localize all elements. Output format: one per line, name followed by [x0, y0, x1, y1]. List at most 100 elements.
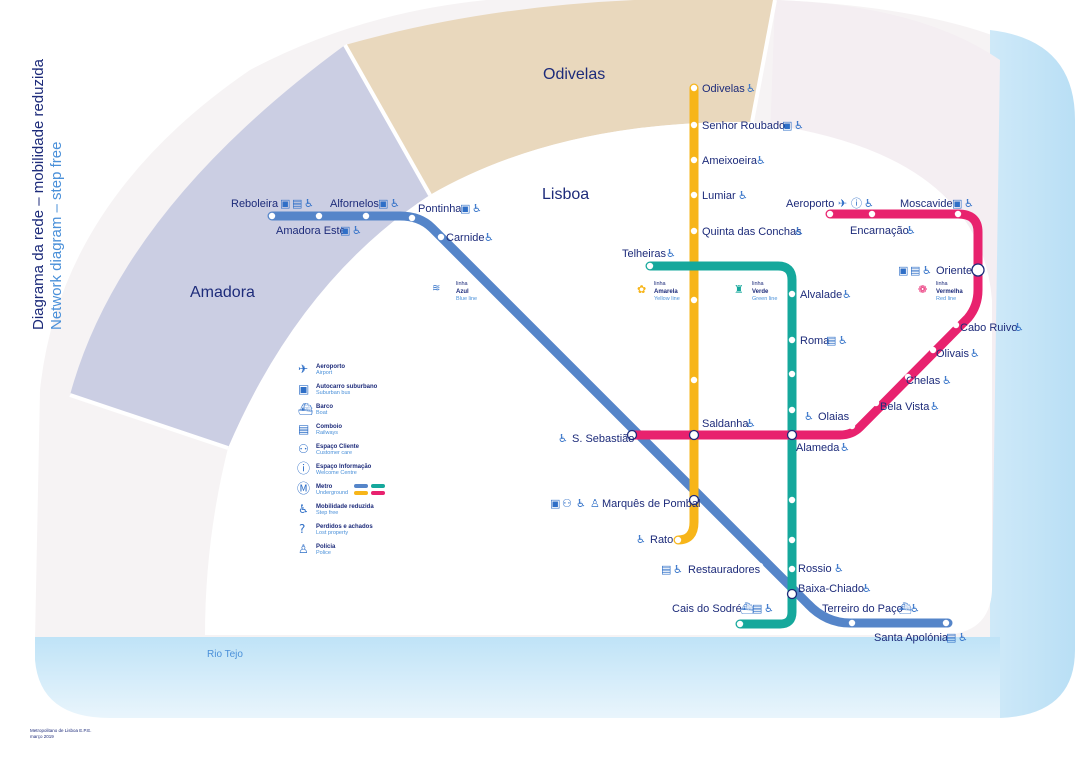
label-baixa-chiado: Baixa-Chiado	[798, 583, 864, 595]
station-dot-ameixoeira[interactable]	[690, 156, 698, 164]
area-label-odivelas: Odivelas	[543, 66, 605, 83]
wheelchair-icon: ♿	[794, 225, 804, 238]
station-dot-rato[interactable]	[674, 536, 682, 544]
station-dot-olaias[interactable]	[848, 422, 856, 430]
interchange-alameda[interactable]	[786, 429, 798, 441]
wheelchair-icon: ♿	[390, 197, 400, 210]
interchange-marques-pombal[interactable]	[688, 494, 700, 506]
station-dot-terreiro-paco[interactable]	[848, 619, 856, 627]
wheelchair-icon: ♿	[484, 231, 494, 244]
station-dot-roma[interactable]	[788, 336, 796, 344]
lost-property-icon: ?	[299, 522, 305, 536]
station-dot-rossio[interactable]	[788, 565, 796, 573]
legend-sublabel-7: Step free	[316, 510, 338, 516]
line-badge-green: ♜ linha Verde Green line	[734, 281, 777, 302]
station-dot-encarnacao[interactable]	[868, 210, 876, 218]
label-olivais: Olivais	[936, 348, 970, 360]
wheelchair-icon: ♿	[930, 400, 940, 413]
airport-icon: ✈	[298, 362, 308, 376]
legend-label-2: Barco	[316, 404, 333, 410]
legend-label-7: Mobilidade reduzida	[316, 504, 374, 510]
label-s-sebastiao: S. Sebastião	[572, 433, 634, 445]
police-icon: ♙	[590, 497, 600, 510]
legend-sublabel-3: Railways	[316, 430, 338, 436]
label-oriente: Oriente	[936, 265, 972, 277]
station-dot-yellow-cidade[interactable]	[690, 296, 698, 304]
label-saldanha: Saldanha	[702, 418, 749, 430]
station-dot-areeiro[interactable]	[788, 370, 796, 378]
wheelchair-icon: ♿	[666, 247, 676, 260]
station-dot-intendente[interactable]	[788, 496, 796, 504]
green-line	[645, 261, 797, 629]
wheelchair-icon: ♿	[862, 582, 872, 595]
station-labels: Odivelas ♿ Senhor Roubado ▣ ♿ Ameixoeira…	[231, 82, 1024, 644]
legend-swatch-blue	[354, 484, 368, 488]
wheelchair-icon: ♿	[746, 82, 756, 95]
station-dot-lumiar[interactable]	[690, 191, 698, 199]
interchange-s-sebastiao[interactable]	[626, 429, 638, 441]
station-dot-alvalade[interactable]	[788, 290, 796, 298]
station-dot-cabo-ruivo[interactable]	[952, 321, 960, 329]
station-dot-senhor-roubado[interactable]	[690, 121, 698, 129]
interchange-saldanha[interactable]	[688, 429, 700, 441]
legend-label-1: Autocarro suburbano	[316, 384, 378, 390]
station-dot-aeroporto[interactable]	[826, 210, 834, 218]
station-dot-arroios[interactable]	[788, 406, 796, 414]
label-reboleira: Reboleira	[231, 198, 279, 210]
boat-icon: ⛴	[740, 602, 754, 615]
label-moscavide: Moscavide	[900, 198, 953, 210]
blue-line-icon: ≋	[432, 283, 440, 294]
station-dot-reboleira[interactable]	[268, 212, 276, 220]
label-telheiras: Telheiras	[622, 248, 667, 260]
legend-sublabel-5: Welcome Centre	[316, 470, 357, 476]
station-dot-odivelas[interactable]	[690, 84, 698, 92]
station-dot-carnide[interactable]	[437, 233, 445, 241]
legend-label-8: Perdidos e achados	[316, 524, 373, 530]
station-dot-olivais[interactable]	[929, 346, 937, 354]
interchange-oriente[interactable]	[971, 263, 985, 277]
interchange-baixa-chiado[interactable]	[786, 588, 798, 600]
blue-line-name: Azul	[456, 289, 469, 295]
station-dot-telheiras[interactable]	[646, 262, 654, 270]
label-marques-pombal: Marquês de Pombal	[602, 498, 700, 510]
wheelchair-icon: ♿	[970, 347, 980, 360]
station-dot-restauradores[interactable]	[756, 562, 764, 570]
legend-label-5: Espaço Informação	[316, 464, 372, 470]
station-dot-amadora-este[interactable]	[315, 212, 323, 220]
station-dot-alfornelos[interactable]	[362, 212, 370, 220]
station-dot-santa-apolonia[interactable]	[942, 619, 950, 627]
wheelchair-icon: ♿	[906, 224, 916, 237]
station-dot-bela-vista[interactable]	[872, 399, 880, 407]
legend-sublabel-2: Boat	[316, 410, 328, 416]
station-dot-cais-sodre[interactable]	[736, 620, 744, 628]
customer-care-icon: ⚇	[298, 442, 309, 456]
label-alvalade: Alvalade	[800, 289, 842, 301]
station-dot-martim-moniz[interactable]	[788, 536, 796, 544]
label-chelas: Chelas	[906, 375, 941, 387]
boat-icon: ⛴	[298, 402, 313, 416]
legend: ✈ Aeroporto Airport ▣ Autocarro suburban…	[297, 362, 385, 556]
station-dot-yellow-campo[interactable]	[690, 376, 698, 384]
label-pontinha: Pontinha	[418, 203, 462, 215]
station-dot-quinta-conchas[interactable]	[690, 227, 698, 235]
green-line-icon: ♜	[734, 283, 744, 296]
label-alfornelos: Alfornelos	[330, 198, 379, 210]
wheelchair-icon: ♿	[558, 432, 568, 445]
customer-care-icon: ⚇	[562, 497, 572, 510]
label-carnide: Carnide	[446, 232, 485, 244]
wheelchair-icon: ♿	[842, 288, 852, 301]
red-line-name-en: Red line	[936, 296, 956, 302]
station-dot-moscavide[interactable]	[954, 210, 962, 218]
legend-label-9: Polícia	[316, 544, 336, 550]
yellow-line-name: Amarela	[654, 289, 678, 295]
red-line-word: linha	[936, 281, 949, 287]
green-line-name-en: Green line	[752, 296, 777, 302]
airport-icon: ✈	[838, 197, 847, 210]
river-tejo	[35, 637, 1000, 718]
wheelchair-icon: ♿	[794, 119, 804, 132]
station-dot-chelas[interactable]	[904, 373, 912, 381]
wheelchair-icon: ♿	[864, 197, 874, 210]
green-line-word: linha	[752, 281, 765, 287]
station-dot-pontinha[interactable]	[408, 214, 416, 222]
